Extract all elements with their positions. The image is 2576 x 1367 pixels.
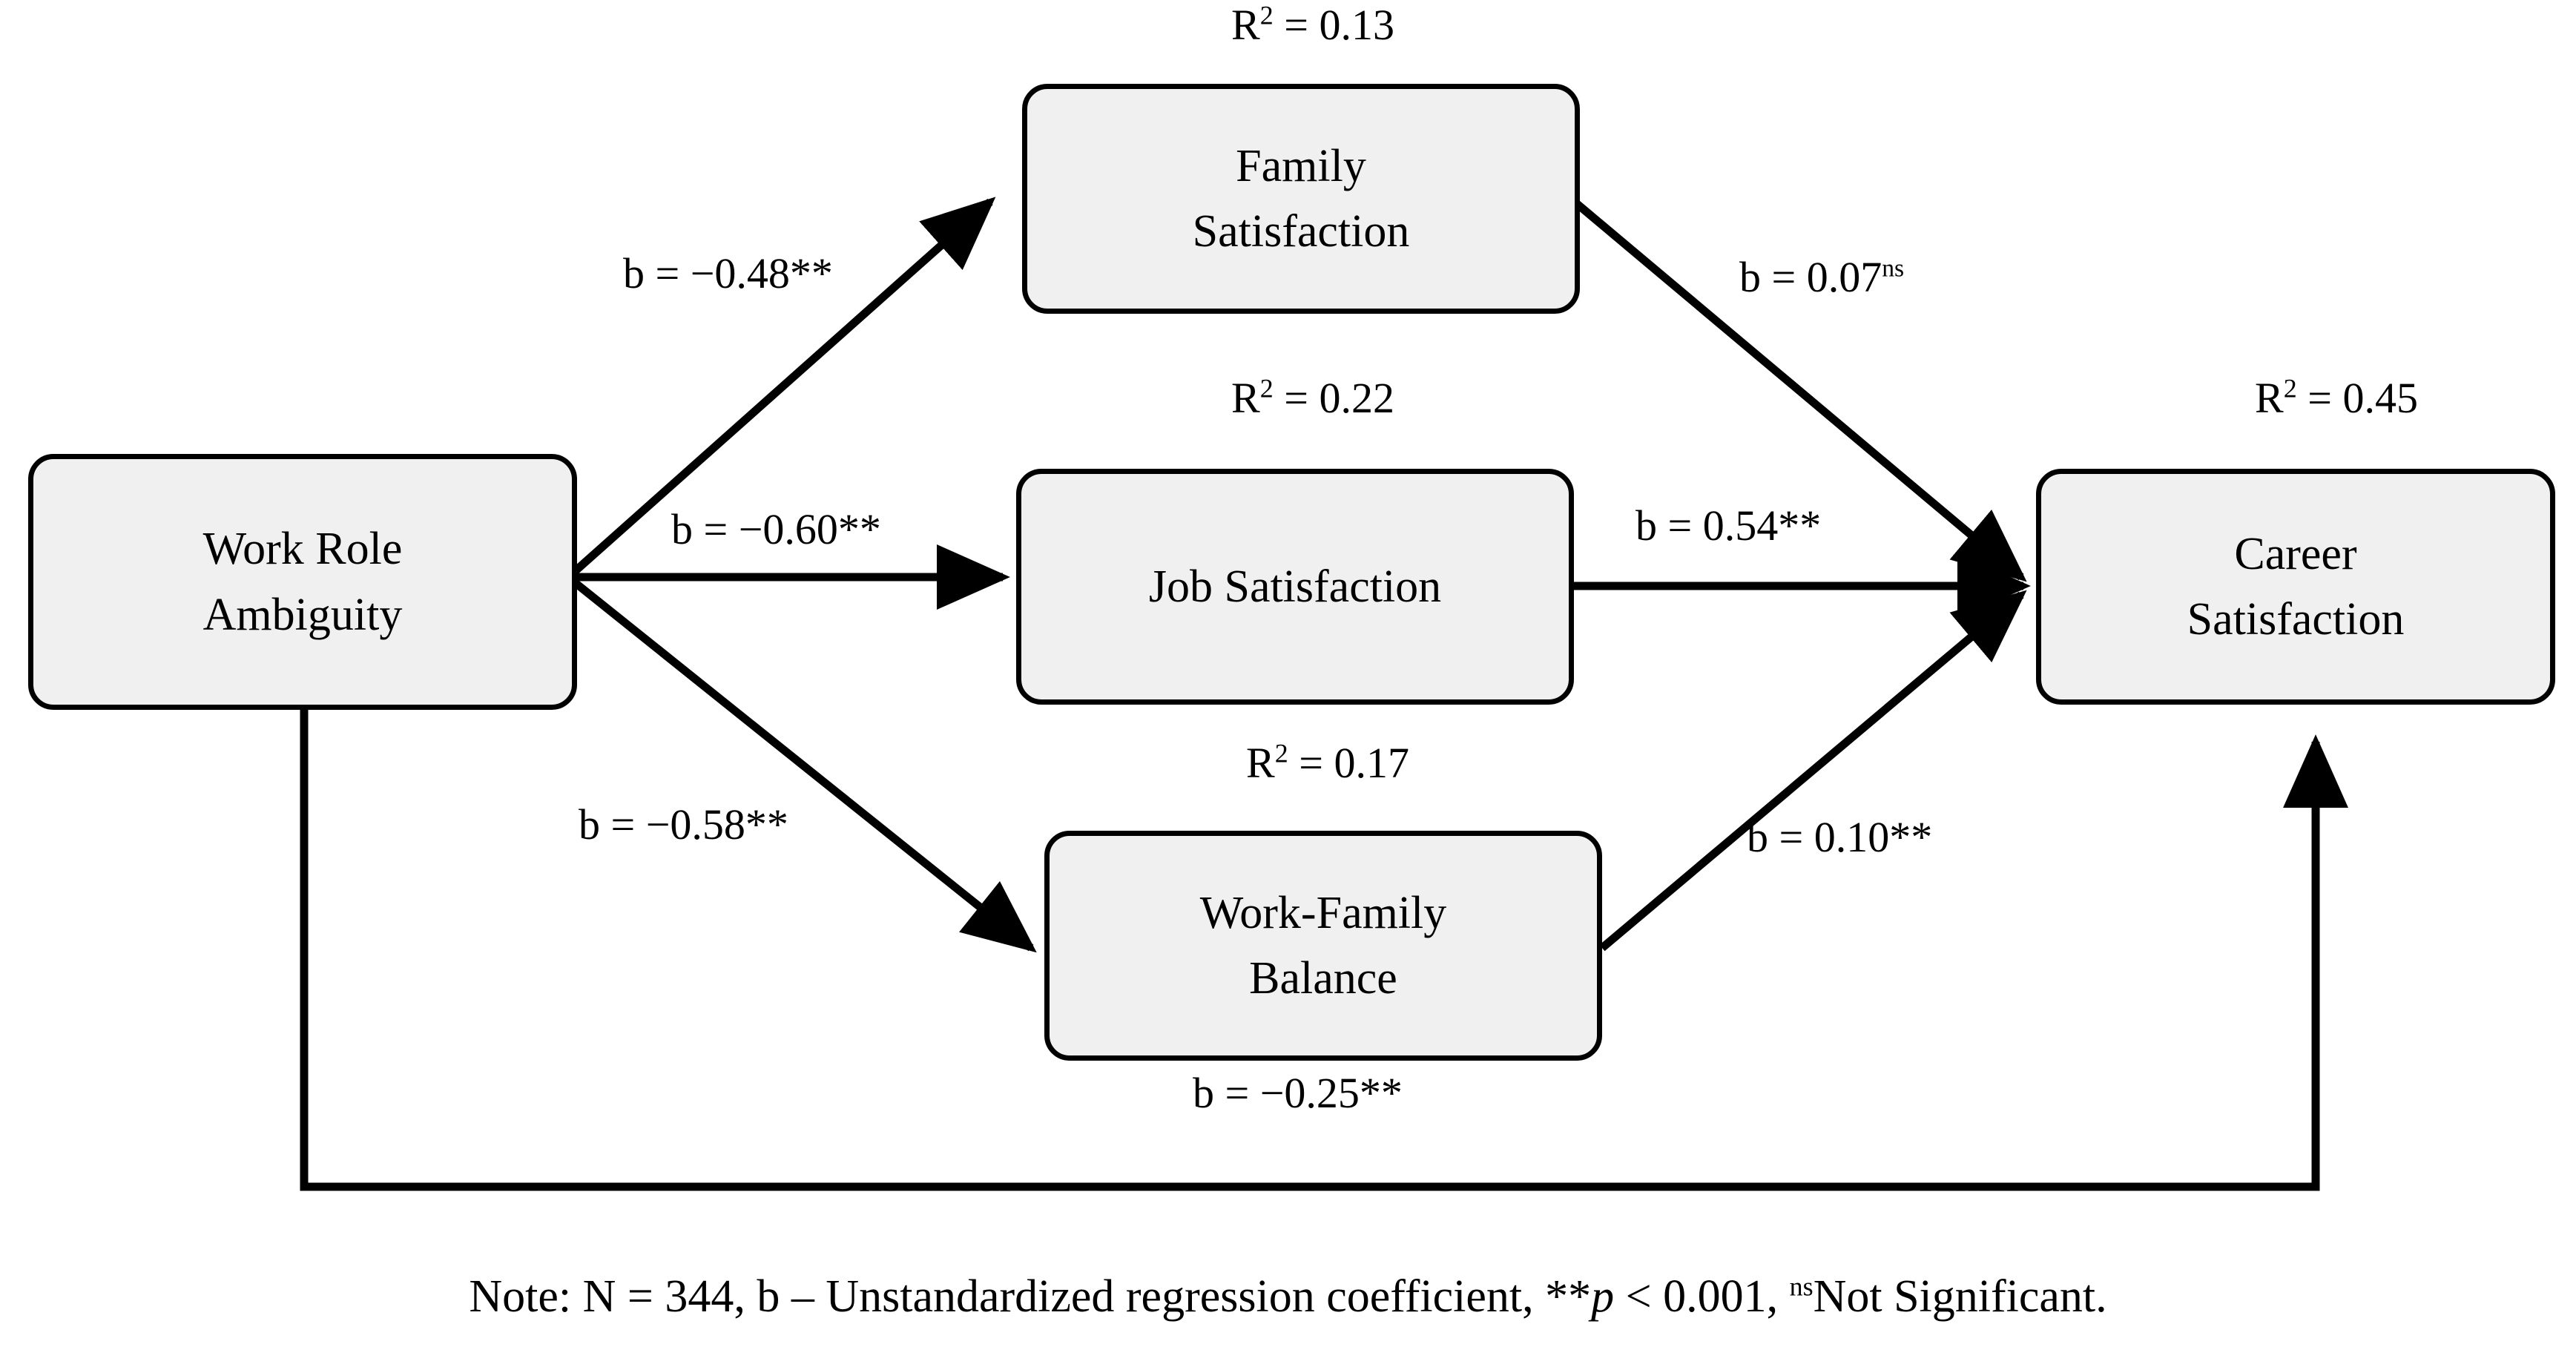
- path-label-text: b = −0.58**: [579, 800, 788, 849]
- r2-equals: =: [1288, 739, 1334, 787]
- r2-symbol: R: [1231, 1, 1260, 49]
- path-label-wra-to-job-satisfaction: b = −0.60**: [671, 504, 881, 554]
- r2-symbol: R: [1231, 374, 1260, 422]
- path-label-superscript: ns: [1882, 254, 1905, 283]
- path-label-text: b = 0.07: [1739, 253, 1882, 301]
- r2-label-work-family-balance: R2 = 0.17: [1105, 738, 1550, 788]
- path-label-text: b = −0.25**: [1193, 1069, 1403, 1117]
- node-work-role-ambiguity[interactable]: Work Role Ambiguity: [28, 454, 577, 710]
- r2-exponent: 2: [1259, 0, 1274, 30]
- path-label-wra-to-work-family-balance: b = −0.58**: [579, 800, 788, 849]
- node-label-line-2: Satisfaction: [2187, 594, 2405, 645]
- node-work-family-balance[interactable]: Work-Family Balance: [1044, 831, 1602, 1061]
- node-label-line-2: Balance: [1249, 953, 1397, 1004]
- path-label-wra-to-career-direct: b = −0.25**: [1193, 1068, 1403, 1118]
- node-label-line-1: Work-Family: [1199, 887, 1447, 938]
- path-label-work-family-balance-to-career: b = 0.10**: [1747, 812, 1932, 862]
- r2-value: 0.45: [2342, 374, 2418, 422]
- edge-family-satisfaction-to-career: [1568, 195, 2027, 582]
- node-label-line-1: Family: [1236, 140, 1366, 191]
- edge-wra-to-career-direct: [300, 708, 2348, 1191]
- node-family-satisfaction[interactable]: Family Satisfaction: [1022, 84, 1580, 314]
- path-label-job-satisfaction-to-career: b = 0.54**: [1635, 501, 1821, 550]
- r2-value: 0.22: [1319, 374, 1394, 422]
- note-ns-text: Not Significant.: [1813, 1271, 2107, 1322]
- r2-value: 0.13: [1319, 1, 1394, 49]
- path-label-text: b = 0.10**: [1747, 813, 1933, 861]
- r2-exponent: 2: [1274, 738, 1288, 768]
- node-job-satisfaction[interactable]: Job Satisfaction: [1016, 469, 1574, 705]
- path-label-text: b = −0.60**: [671, 505, 881, 553]
- path-label-text: b = 0.54**: [1635, 501, 1822, 550]
- note-ns-superscript: ns: [1789, 1271, 1814, 1302]
- edge-wra-to-work-family-balance: [570, 577, 1037, 953]
- path-label-family-satisfaction-to-career: b = 0.07ns: [1739, 252, 1904, 302]
- r2-label-family-satisfaction: R2 = 0.13: [1090, 0, 1535, 50]
- r2-label-job-satisfaction: R2 = 0.22: [1090, 373, 1535, 423]
- r2-exponent: 2: [2283, 373, 2297, 403]
- node-career-satisfaction[interactable]: Career Satisfaction: [2036, 469, 2555, 705]
- node-label-line-2: Satisfaction: [1192, 206, 1410, 257]
- note-prefix: Note: N = 344, b – Unstandardized regres…: [469, 1271, 1546, 1322]
- note-p-italic: p: [1591, 1271, 1615, 1322]
- figure-note: Note: N = 344, b – Unstandardized regres…: [0, 1271, 2576, 1323]
- path-label-text: b = −0.48**: [623, 249, 833, 297]
- r2-exponent: 2: [1259, 373, 1274, 403]
- r2-value: 0.17: [1334, 739, 1409, 787]
- r2-symbol: R: [2255, 374, 2284, 422]
- node-label-line-1: Work Role: [202, 524, 403, 575]
- node-label-line-1: Career: [2234, 528, 2357, 579]
- note-p-value: < 0.001,: [1614, 1271, 1790, 1322]
- r2-equals: =: [1273, 374, 1320, 422]
- r2-symbol: R: [1246, 739, 1275, 787]
- node-label-line-1: Job Satisfaction: [1148, 561, 1442, 612]
- r2-equals: =: [2296, 374, 2343, 422]
- note-stars: **: [1545, 1271, 1592, 1322]
- r2-equals: =: [1273, 1, 1320, 49]
- r2-label-career-satisfaction: R2 = 0.45: [2114, 373, 2559, 423]
- edge-work-family-balance-to-career: [1599, 590, 2027, 952]
- path-label-wra-to-family-satisfaction: b = −0.48**: [623, 248, 833, 298]
- edge-wra-to-family-satisfaction: [570, 197, 996, 577]
- node-label-line-2: Ambiguity: [202, 589, 403, 640]
